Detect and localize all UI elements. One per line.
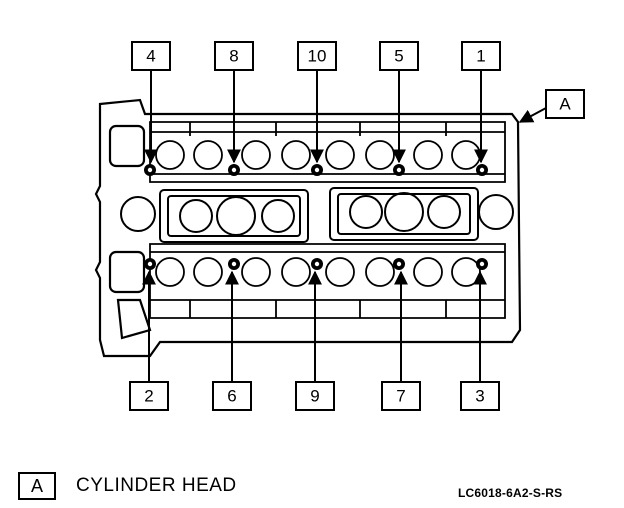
upper-cam-band <box>149 121 506 183</box>
callout-top-5: 1 <box>461 41 501 164</box>
callout-number: 4 <box>146 47 155 66</box>
callout-number: 10 <box>308 47 327 66</box>
callout-number: 6 <box>227 387 236 406</box>
callout-top-3: 10 <box>297 41 337 164</box>
callout-bottom-2: 6 <box>212 270 252 411</box>
callout-number: 1 <box>476 47 485 66</box>
bolt-holes <box>144 164 488 270</box>
callout-bottom-1: 2 <box>129 270 169 411</box>
legend: A CYLINDER HEAD <box>18 470 237 502</box>
callout-number: 2 <box>144 387 153 406</box>
center-chambers <box>120 187 514 243</box>
callout-number: 3 <box>475 387 484 406</box>
legend-key: A <box>18 472 56 500</box>
callout-number: 5 <box>394 47 403 66</box>
bolt-hole-centers <box>147 167 485 267</box>
callout-number: 8 <box>229 47 238 66</box>
part-label-text: A <box>559 95 571 114</box>
callout-number: 9 <box>310 387 319 406</box>
part-label-a: A <box>518 89 585 123</box>
lower-cam-band <box>149 243 506 319</box>
callout-number: 7 <box>396 387 405 406</box>
callout-top-4: 5 <box>379 41 419 164</box>
callout-top-2: 8 <box>214 41 254 164</box>
diagram-code: LC6018-6A2-S-RS <box>458 486 563 500</box>
callout-bottom-3: 9 <box>295 270 335 411</box>
legend-text: CYLINDER HEAD <box>76 475 237 496</box>
callout-bottom-5: 3 <box>460 270 500 411</box>
callout-top-1: 4 <box>131 41 171 164</box>
callout-bottom-4: 7 <box>381 270 421 411</box>
